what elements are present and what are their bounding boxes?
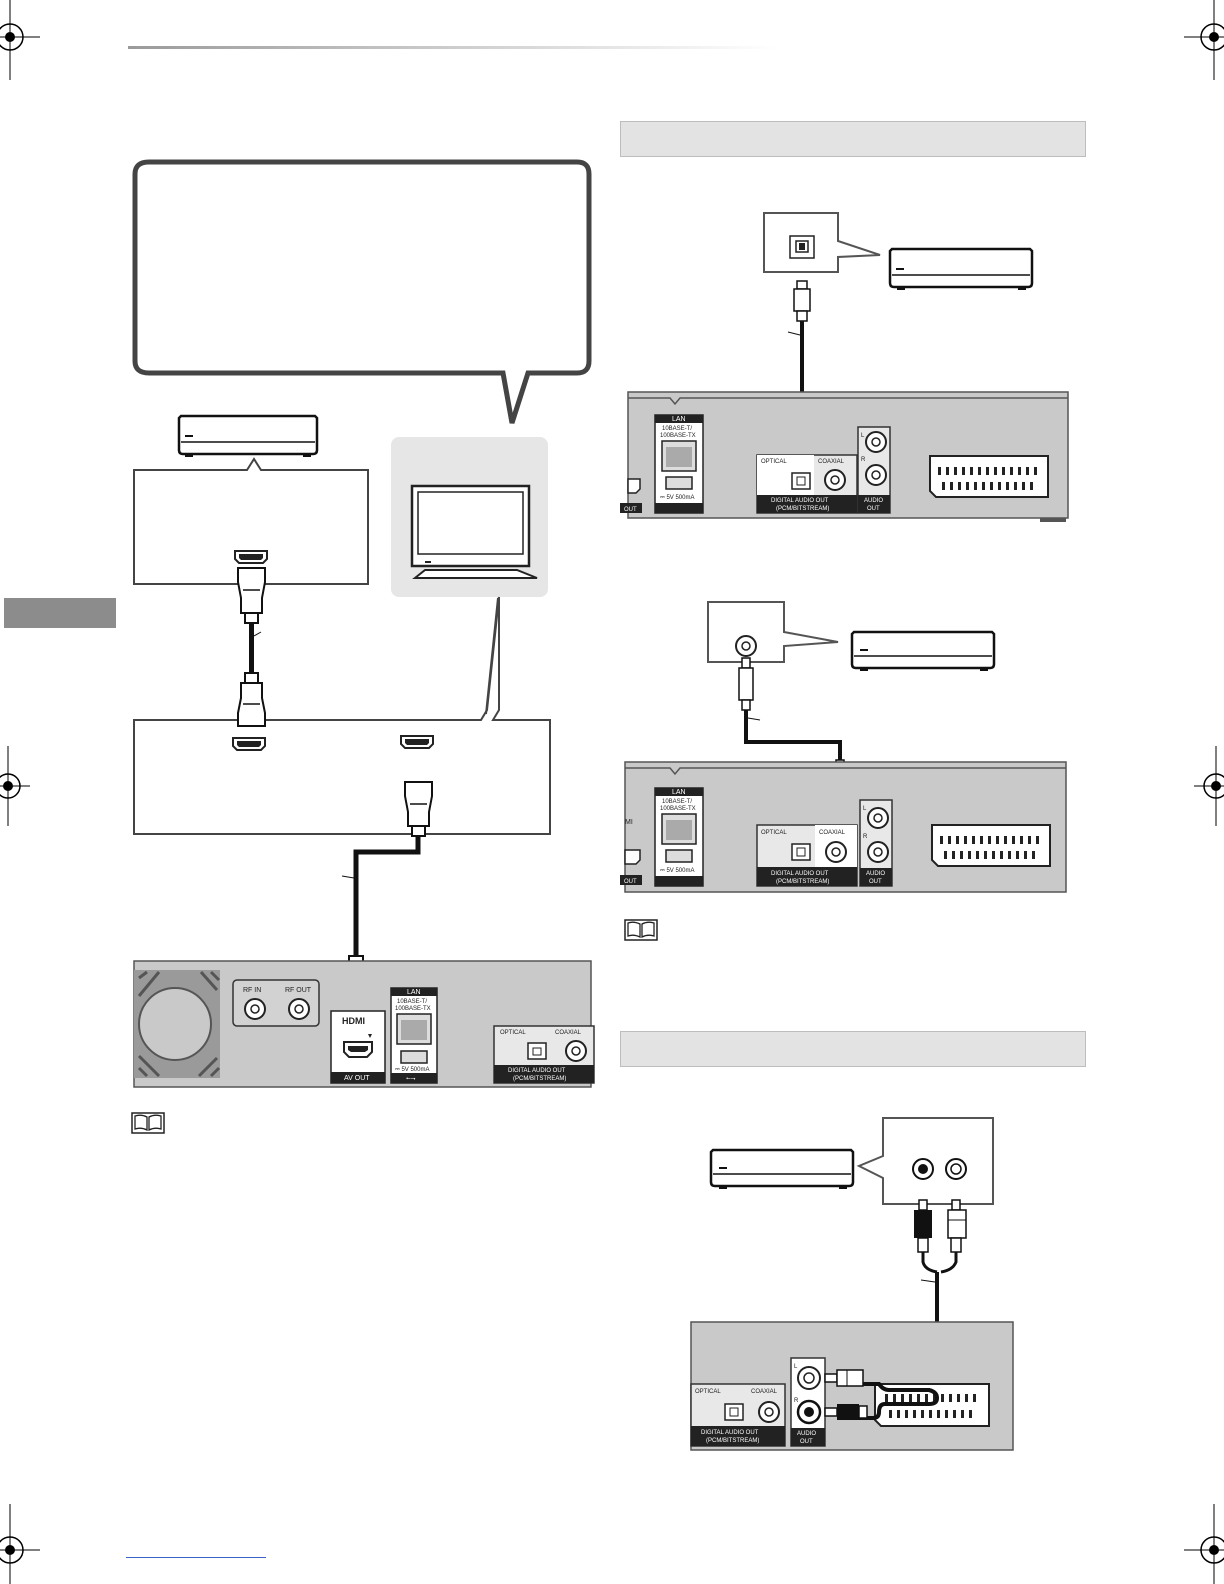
hdmi-port-icon	[400, 735, 434, 749]
usb-power-label: ⎓ 5V 500mA	[660, 868, 694, 874]
lan-spec-1: 10BASE-T/	[662, 426, 692, 432]
audio-l-label: L	[861, 433, 865, 439]
coaxial-connection-diagram: MI OUT LAN 10BASE-T/ 100BASE-TX ⎓ 5V 500…	[620, 601, 1067, 893]
digital-audio-out-sub: (PCM/BITSTREAM)	[776, 879, 829, 885]
book-icon	[131, 1112, 165, 1134]
lan-spec-2: 100BASE-TX	[660, 806, 696, 812]
optical-label: OPTICAL	[500, 1030, 526, 1036]
usb-power-label: ⎓ 5V 500mA	[660, 495, 694, 501]
digital-audio-out-sub: (PCM/BITSTREAM)	[776, 506, 829, 512]
section-header-bar	[620, 1031, 1086, 1067]
hdmi-plug-icon	[237, 672, 266, 727]
footer-link-rule	[126, 1557, 266, 1558]
lan-label: LAN	[672, 416, 686, 423]
crop-mark-icon	[0, 0, 40, 80]
recorder-back-panel: MI OUT LAN 10BASE-T/ 100BASE-TX ⎓ 5V 500…	[620, 761, 1067, 893]
tv-icon	[410, 484, 538, 579]
hdmi-port-icon	[234, 550, 268, 564]
recorder-back-panel: MI OUT LAN 10BASE-T/ 100BASE-TX ⎓ 5V 500…	[620, 391, 1069, 519]
audio-r-label: R	[863, 834, 868, 840]
crop-mark-icon	[0, 746, 30, 826]
out-label: OUT	[800, 1439, 813, 1445]
digital-audio-out-label: DIGITAL AUDIO OUT	[701, 1430, 759, 1436]
amplifier-icon	[709, 1148, 855, 1189]
optical-label: OPTICAL	[761, 830, 787, 836]
recorder-back-panel: RF IN RF OUT HDMI AV OUT LAN 10BASE-T/ 1…	[133, 960, 595, 1088]
amplifier-icon	[850, 630, 996, 671]
header-rule	[128, 46, 778, 49]
out-label: OUT	[867, 506, 880, 512]
section-side-tab	[4, 598, 116, 628]
fan-grill	[134, 970, 221, 1078]
optical-label: OPTICAL	[695, 1389, 721, 1395]
crop-mark-icon	[1184, 0, 1224, 80]
out-label: OUT	[869, 879, 882, 885]
out-partial-label: OUT	[624, 879, 637, 885]
lan-spec-2: 100BASE-TX	[395, 1006, 431, 1012]
coaxial-plug-icon	[738, 657, 754, 711]
digital-audio-out-sub: (PCM/BITSTREAM)	[513, 1076, 566, 1082]
rca-plug-icon	[947, 1199, 967, 1253]
usb-power-label: ⎓ 5V 500mA	[395, 1067, 429, 1073]
callout-bubble	[132, 159, 592, 424]
lan-spec-2: 100BASE-TX	[660, 433, 696, 439]
crop-mark-icon	[1184, 1504, 1224, 1584]
amplifier-icon	[177, 414, 319, 457]
rca-plug-icon	[824, 1404, 868, 1420]
lan-spec-1: 10BASE-T/	[662, 799, 692, 805]
hdmi-label: HDMI	[342, 1016, 365, 1026]
section-header-bar	[620, 121, 1086, 157]
crop-mark-icon	[1194, 746, 1224, 826]
amplifier-icon	[888, 247, 1034, 290]
audio-label: AUDIO	[864, 498, 883, 504]
hdmi-plug-icon	[237, 567, 266, 624]
digital-audio-out-sub: (PCM/BITSTREAM)	[706, 1438, 759, 1444]
audio-label: AUDIO	[797, 1431, 816, 1437]
optical-connection-diagram: MI OUT LAN 10BASE-T/ 100BASE-TX ⎓ 5V 500…	[620, 212, 1069, 522]
lan-label: LAN	[407, 989, 421, 996]
digital-audio-out-label: DIGITAL AUDIO OUT	[508, 1068, 566, 1074]
lan-label: LAN	[672, 789, 686, 796]
audio-l-label: L	[863, 806, 867, 812]
audio-r-label: R	[861, 457, 866, 463]
digital-audio-out-label: DIGITAL AUDIO OUT	[771, 871, 829, 877]
rca-plug-icon	[914, 1199, 932, 1253]
hdmi-port-icon	[232, 737, 266, 751]
coaxial-label: COAXIAL	[751, 1389, 778, 1395]
usb-symbol: ⭠⭢	[406, 1076, 416, 1082]
coaxial-label: COAXIAL	[555, 1030, 582, 1036]
optical-plug-icon	[793, 280, 811, 322]
hdmi-plug-icon	[404, 781, 433, 837]
audio-r-label: R	[794, 1398, 799, 1404]
rf-out-label: RF OUT	[285, 987, 312, 994]
digital-audio-out-label: DIGITAL AUDIO OUT	[771, 498, 829, 504]
lan-spec-1: 10BASE-T/	[397, 999, 427, 1005]
rf-in-label: RF IN	[243, 987, 261, 994]
out-partial-label: OUT	[624, 507, 637, 513]
audio-l-label: L	[794, 1364, 798, 1370]
coaxial-label: COAXIAL	[819, 830, 846, 836]
hdmi-partial-label: MI	[625, 819, 633, 826]
crop-mark-icon	[0, 1504, 40, 1584]
analog-audio-connection-diagram: OPTICAL COAXIAL DIGITAL AUDIO OUT (PCM/B…	[690, 1117, 1014, 1451]
audio-label: AUDIO	[866, 871, 885, 877]
coaxial-label: COAXIAL	[818, 459, 845, 465]
hdmi-connection-diagram: RF IN RF OUT HDMI AV OUT LAN 10BASE-T/ 1…	[132, 159, 595, 1088]
av-out-label: AV OUT	[344, 1075, 370, 1082]
optical-label: OPTICAL	[761, 459, 787, 465]
book-icon	[624, 919, 658, 941]
rca-plug-icon	[824, 1369, 864, 1387]
